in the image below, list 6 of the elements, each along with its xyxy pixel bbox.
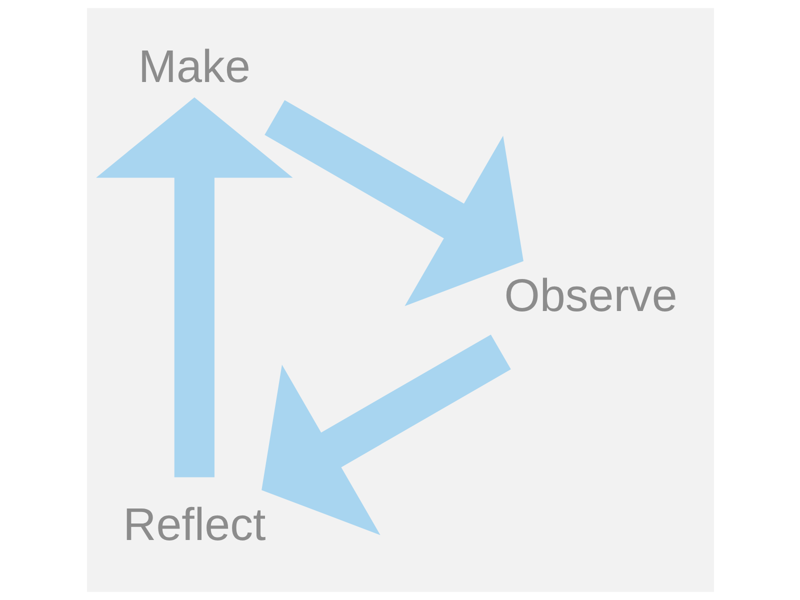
node-text: Make <box>138 41 250 92</box>
arrow <box>261 334 510 536</box>
arrow <box>96 97 292 478</box>
node-text: Reflect <box>122 498 266 550</box>
node-text: Observe <box>504 270 677 321</box>
arrow <box>264 100 523 306</box>
